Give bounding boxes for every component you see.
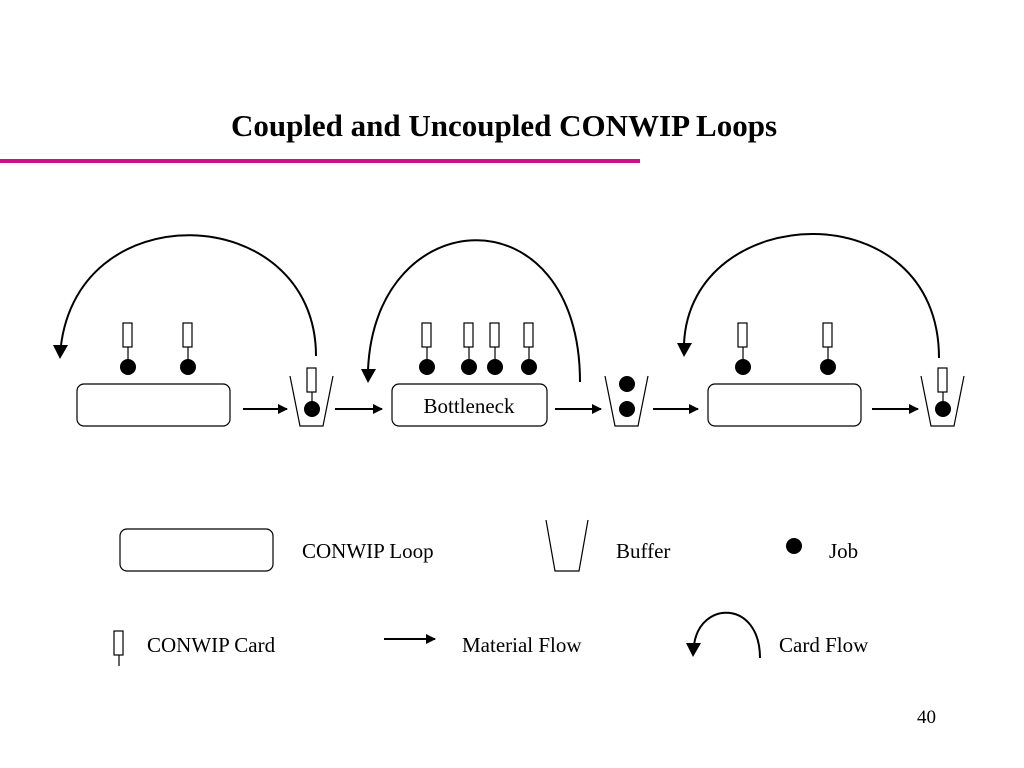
legend-conwip-loop-symbol [119, 528, 274, 572]
job-buffer-2-a [619, 376, 635, 392]
legend-material-flow-label: Material Flow [462, 633, 582, 657]
conwip-loop-station-3 [707, 383, 862, 427]
job-loop-1-b [180, 359, 196, 375]
job-loop-2-d [521, 359, 537, 375]
conwip-card-loop-2-d [523, 322, 534, 359]
legend-job-label: Job [829, 539, 858, 563]
conwip-card-buffer-1 [306, 367, 317, 401]
legend-card-flow-symbol [693, 611, 761, 659]
legend-card-flow-label: Card Flow [779, 633, 869, 657]
job-loop-2-c [487, 359, 503, 375]
conwip-loop-station-2 [391, 383, 548, 427]
conwip-card-loop-3-a [737, 322, 748, 359]
legend-conwip-card-label: CONWIP Card [147, 633, 276, 657]
card-flow-arrow-loop-3 [683, 233, 940, 359]
legend-buffer-label: Buffer [616, 539, 670, 563]
page-number: 40 [917, 707, 936, 728]
job-loop-1-a [120, 359, 136, 375]
conwip-card-buffer-3 [937, 367, 948, 401]
station-label-2: Bottleneck [424, 394, 515, 418]
buffer-3 [920, 375, 965, 427]
conwip-loop-station-1 [76, 383, 231, 427]
job-loop-2-a [419, 359, 435, 375]
card-flow-arrowhead-2 [361, 369, 376, 383]
conwip-card-loop-3-b [822, 322, 833, 359]
job-loop-3-a [735, 359, 751, 375]
conwip-card-loop-2-c [489, 322, 500, 359]
conwip-card-loop-2-b [463, 322, 474, 359]
card-flow-arrowhead-1 [53, 345, 68, 359]
job-loop-2-b [461, 359, 477, 375]
job-loop-3-b [820, 359, 836, 375]
card-flow-arrow-loop-2 [367, 239, 581, 383]
title-underline [0, 159, 640, 163]
job-buffer-1 [304, 401, 320, 417]
legend-conwip-card-symbol [113, 630, 124, 666]
job-buffer-2-b [619, 401, 635, 417]
legend-job-symbol [786, 538, 802, 554]
conwip-card-loop-2-a [421, 322, 432, 359]
card-flow-arrowhead-3 [677, 343, 692, 357]
legend-conwip-loop-label: CONWIP Loop [302, 539, 434, 563]
buffer-1 [289, 375, 334, 427]
job-buffer-3 [935, 401, 951, 417]
legend-buffer-symbol [545, 519, 589, 572]
buffer-2 [604, 375, 649, 427]
conwip-card-loop-1-b [182, 322, 193, 359]
conwip-card-loop-1-a [122, 322, 133, 359]
slide-title: Coupled and Uncoupled CONWIP Loops [230, 108, 778, 143]
card-flow-arrow-loop-1 [59, 234, 317, 357]
legend-card-flow-arrowhead [686, 643, 701, 657]
